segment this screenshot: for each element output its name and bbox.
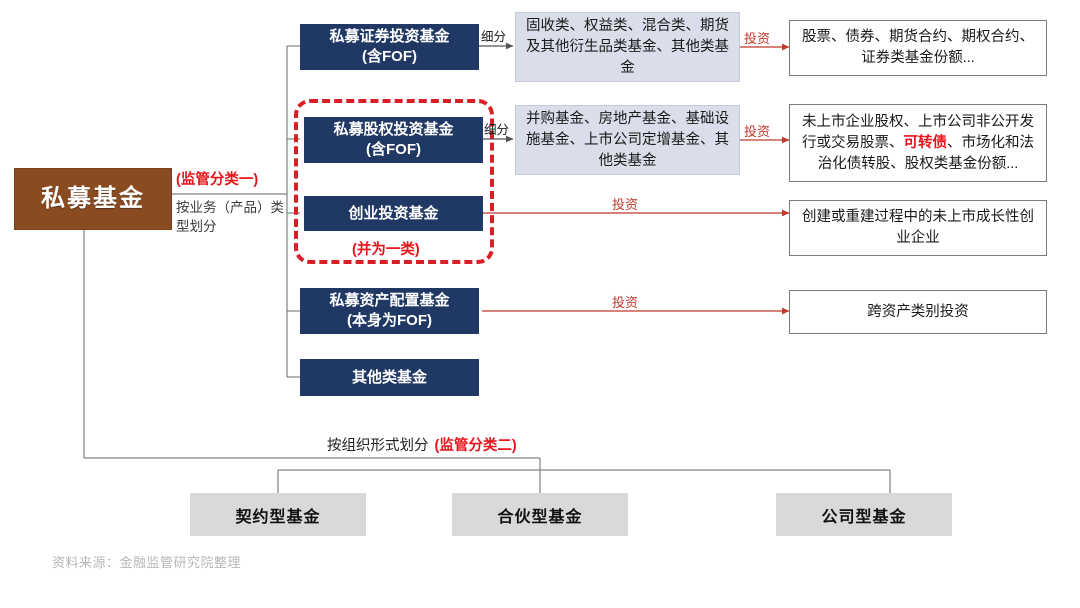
merged-category-note: (并为一类) — [352, 242, 420, 258]
investment-target-box-equity[interactable]: 未上市企业股权、上市公司非公开发行或交易股票、可转债、市场化和法治化债转股、股权… — [789, 104, 1047, 182]
classification-two-prefix: 按组织形式划分 — [327, 438, 429, 454]
investment-target-text: 跨资产类别投资 — [867, 303, 969, 320]
fund-type-box-equity[interactable]: 私募股权投资基金 (含FOF) — [304, 117, 483, 163]
org-form-box-contractual[interactable]: 契约型基金 — [190, 493, 366, 536]
fund-type-line1: 创业投资基金 — [348, 204, 439, 222]
fund-type-line2: (含FOF) — [362, 48, 417, 65]
classification-two-label: 按组织形式划分 (监管分类二) — [327, 434, 517, 455]
classification-one-title: (监管分类一) — [176, 172, 259, 188]
connector-label-touzi-1: 投资 — [744, 31, 771, 46]
connector-label-touzi-2: 投资 — [744, 124, 771, 139]
subdivision-box-equity[interactable]: 并购基金、房地产基金、基础设施基金、上市公司定增基金、其他类基金 — [515, 105, 740, 175]
fund-type-box-securities[interactable]: 私募证券投资基金 (含FOF) — [300, 24, 479, 70]
org-form-label: 公司型基金 — [821, 508, 907, 526]
subdivision-box-securities[interactable]: 固收类、权益类、混合类、期货及其他衍生品类基金、其他类基金 — [515, 12, 740, 82]
classification-two-title: (监管分类二) — [434, 438, 517, 454]
investment-target-text-before: 未上市企业股权、上市公司非公开发行或交易股票、 — [802, 113, 1034, 151]
investment-target-box-venture[interactable]: 创建或重建过程中的未上市成长性创业企业 — [789, 200, 1047, 256]
fund-type-line1: 私募证券投资基金 — [329, 28, 450, 45]
fund-type-line2: (含FOF) — [366, 141, 421, 158]
connector-label-touzi-4: 投资 — [612, 295, 639, 310]
org-form-label: 契约型基金 — [235, 508, 321, 526]
merged-category-highlight — [294, 99, 494, 264]
investment-target-text: 创建或重建过程中的未上市成长性创业企业 — [802, 209, 1034, 246]
org-form-box-partnership[interactable]: 合伙型基金 — [452, 493, 628, 536]
org-form-label: 合伙型基金 — [497, 508, 583, 526]
investment-target-text-after: 、市场化和法治化债转股、股权类基金份额... — [817, 134, 1034, 172]
fund-type-line1: 私募股权投资基金 — [333, 121, 454, 138]
connector-label-touzi-3: 投资 — [612, 197, 639, 212]
subdivision-text: 并购基金、房地产基金、基础设施基金、上市公司定增基金、其他类基金 — [526, 110, 729, 169]
fund-type-box-other[interactable]: 其他类基金 — [300, 359, 479, 396]
org-form-box-corporate[interactable]: 公司型基金 — [776, 493, 952, 536]
fund-type-line1: 其他类基金 — [351, 368, 427, 386]
subdivision-text: 固收类、权益类、混合类、期货及其他衍生品类基金、其他类基金 — [526, 17, 729, 76]
investment-target-text: 股票、债券、期货合约、期权合约、证券类基金份额... — [802, 29, 1034, 66]
investment-target-box-asset-allocation[interactable]: 跨资产类别投资 — [789, 290, 1047, 334]
connector-label-xifen-1: 细分 — [481, 30, 507, 44]
fund-type-line1: 私募资产配置基金 — [329, 292, 450, 309]
fund-type-box-venture[interactable]: 创业投资基金 — [304, 196, 483, 231]
fund-type-line2: (本身为FOF) — [347, 312, 432, 329]
investment-target-text-highlight: 可转债 — [903, 134, 948, 151]
investment-target-text: 未上市企业股权、上市公司非公开发行或交易股票、可转债、市场化和法治化债转股、股权… — [798, 112, 1038, 175]
classification-one-subtitle: 按业务（产品）类型划分 — [176, 200, 284, 234]
source-note: 资料来源：金融监管研究院整理 — [52, 555, 242, 570]
root-node-label: 私募基金 — [41, 185, 145, 212]
root-node-private-fund[interactable]: 私募基金 — [14, 168, 172, 230]
investment-target-box-securities[interactable]: 股票、债券、期货合约、期权合约、证券类基金份额... — [789, 20, 1047, 76]
fund-type-box-asset-allocation[interactable]: 私募资产配置基金 (本身为FOF) — [300, 288, 479, 334]
connector-label-xifen-2: 细分 — [484, 123, 510, 137]
